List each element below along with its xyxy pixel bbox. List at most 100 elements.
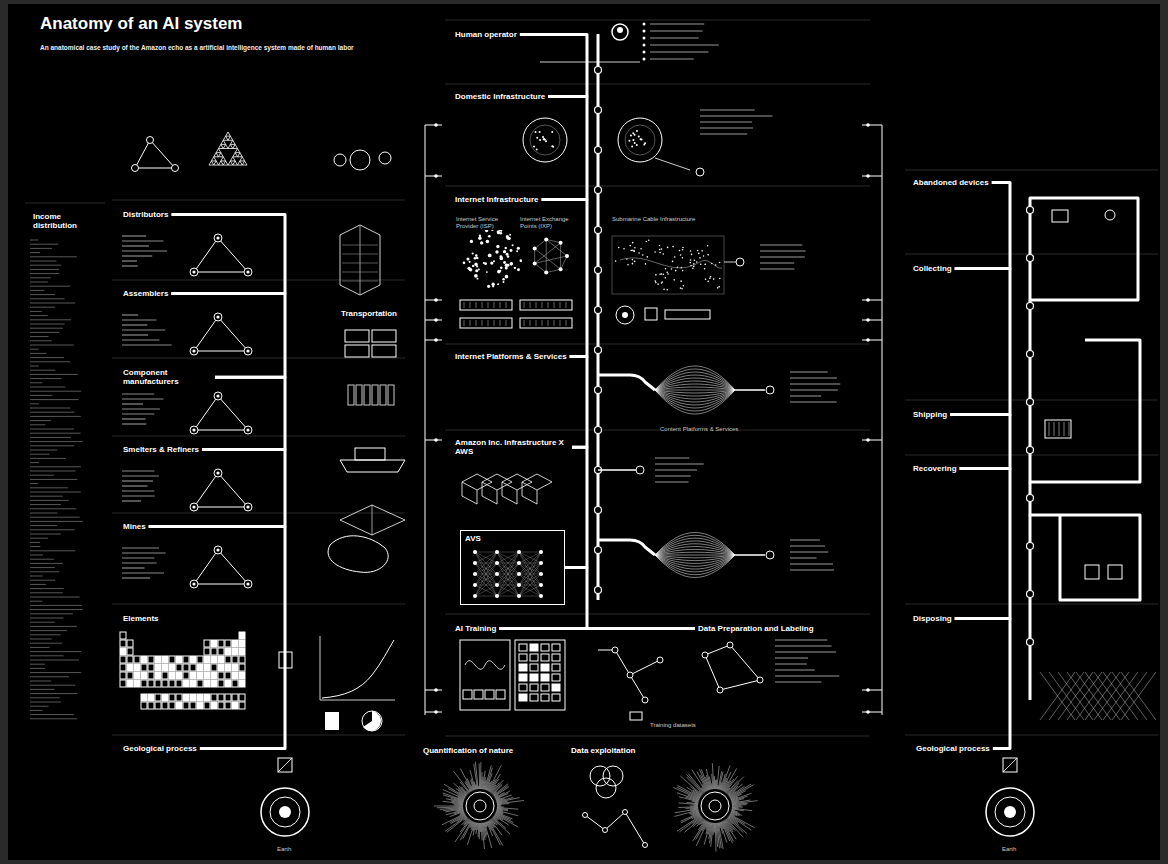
exchange-node — [559, 241, 563, 245]
venn-ring — [590, 766, 610, 786]
exchange-link — [535, 263, 547, 272]
data-ray — [706, 769, 711, 789]
training-cell — [552, 644, 560, 651]
net-link — [475, 585, 497, 596]
datacenter-icon — [462, 474, 492, 490]
map-dot — [675, 270, 677, 272]
container-stack — [356, 385, 362, 405]
training-cell — [530, 654, 538, 661]
note-bar — [650, 38, 699, 39]
element-cell — [127, 680, 133, 687]
note-bar — [790, 558, 817, 559]
element-cell — [134, 672, 140, 679]
flow-pipe — [499, 568, 587, 629]
heading-text: Abandoned devices — [913, 178, 989, 187]
data-ray — [478, 786, 479, 789]
wire-line — [655, 158, 690, 170]
network-dot — [463, 262, 466, 265]
guide-dot — [866, 318, 870, 322]
network-dot — [472, 265, 474, 267]
note-bar — [122, 314, 138, 315]
wire-line — [194, 507, 248, 508]
map-dot — [696, 261, 698, 263]
network-dot — [493, 260, 495, 262]
heading-text: Disposing — [913, 614, 952, 623]
income-bar — [30, 588, 64, 589]
element-cell — [155, 664, 161, 671]
device-icon — [1105, 210, 1115, 220]
home-dot — [535, 131, 537, 133]
heading-text: Distributors — [123, 210, 168, 219]
data-ray — [704, 822, 710, 844]
wire-line — [218, 238, 248, 272]
net-link — [475, 552, 497, 574]
data-ray — [460, 782, 469, 793]
note-bar — [122, 344, 172, 345]
flow-pipe — [520, 35, 587, 97]
wire-line — [194, 238, 218, 272]
element-cell — [204, 694, 210, 701]
section-heading: Recovering — [910, 462, 960, 475]
strata-box — [1003, 758, 1017, 772]
income-bar — [30, 492, 81, 493]
section-heading: Elements — [120, 612, 162, 625]
wire-line — [135, 168, 175, 169]
data-ray — [497, 806, 501, 807]
data-ray — [460, 821, 471, 841]
training-panel — [515, 640, 565, 710]
net-link — [475, 552, 497, 574]
income-bar — [30, 382, 42, 383]
router-icon — [696, 168, 704, 176]
income-bar — [30, 395, 52, 396]
income-bar — [30, 668, 45, 669]
map-dot — [681, 288, 683, 290]
element-cell — [155, 694, 161, 701]
income-bar — [30, 336, 49, 337]
gauge-icon — [622, 312, 628, 318]
element-cell — [148, 680, 154, 687]
note-bar — [122, 324, 147, 325]
pipe-dot — [595, 107, 602, 114]
data-ray — [712, 763, 714, 789]
server-slot — [482, 320, 483, 326]
exchange-link — [534, 249, 535, 264]
income-bar — [30, 277, 51, 278]
data-ray — [459, 786, 468, 794]
net-link — [519, 552, 541, 596]
lens-curve — [655, 555, 735, 572]
pipe-dot — [595, 187, 602, 194]
net-link — [497, 552, 519, 553]
note-bar — [122, 329, 165, 330]
data-ray — [475, 762, 478, 789]
element-cell — [190, 656, 196, 663]
map-dot — [662, 253, 664, 255]
net-link — [497, 552, 519, 596]
container-icon — [1069, 422, 1070, 436]
sierpinski-triangle — [219, 153, 224, 157]
tree-node — [642, 697, 648, 703]
tree-node — [702, 652, 708, 658]
mine-shape — [328, 536, 388, 573]
guide-dot — [434, 298, 438, 302]
data-ray — [474, 782, 476, 790]
flow-pipe — [149, 527, 285, 749]
pipe-dot — [595, 507, 602, 514]
section-heading: Smelters & Refiners — [120, 443, 202, 456]
divider-line — [445, 614, 870, 615]
data-ray — [497, 807, 519, 809]
server-slot — [464, 320, 465, 326]
wire-line — [735, 554, 765, 556]
section-heading: Shipping — [910, 408, 950, 421]
server-slot — [560, 320, 561, 326]
home-dot — [543, 138, 545, 140]
data-ray — [692, 770, 706, 792]
pipe-dot — [1027, 447, 1034, 454]
sierpinski-triangle — [233, 161, 238, 165]
net-link — [519, 552, 541, 563]
truck-icon — [340, 505, 405, 535]
sierpinski-triangle — [219, 144, 224, 148]
home-dot — [632, 139, 634, 141]
income-bar — [30, 542, 40, 543]
network-dot — [486, 240, 490, 244]
container-icon — [1045, 420, 1071, 438]
